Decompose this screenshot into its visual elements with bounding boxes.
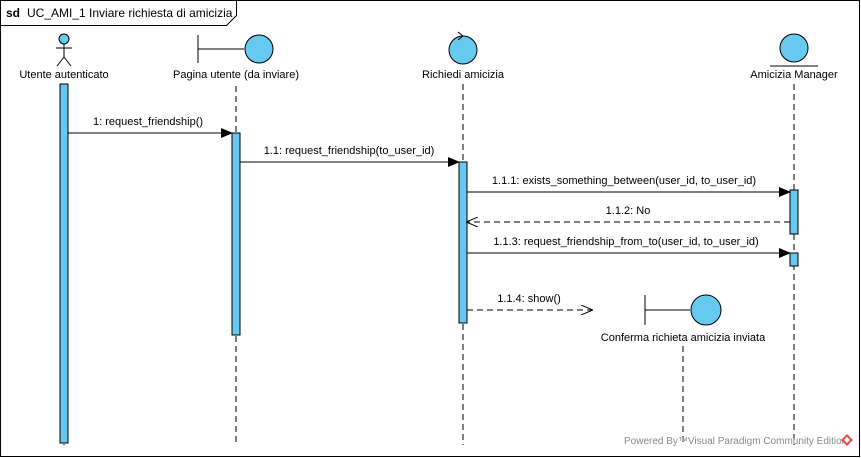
activation-page — [231, 132, 241, 336]
activation-ctrl — [458, 161, 468, 324]
frame-title: UC_AMI_1 Inviare richiesta di amicizia — [27, 6, 233, 20]
message-label: 1.1.3: request_friendship_from_to(user_i… — [493, 236, 758, 248]
frame-keyword: sd — [6, 6, 20, 20]
lifeline-label-mgr: Amicizia Manager — [750, 69, 838, 81]
message-label: 1: request_friendship() — [93, 116, 203, 128]
lifeline-label-confirm: Conferma richieta amicizia inviata — [601, 332, 766, 344]
visual-paradigm-logo-icon — [841, 434, 853, 446]
actor-icon — [56, 33, 72, 67]
watermark-text: Powered By™Visual Paradigm Community Edi… — [624, 436, 847, 447]
lifeline-label-actor: Utente autenticato — [19, 69, 108, 81]
activation-actor — [59, 83, 69, 444]
lifeline-label-page: Pagina utente (da inviare) — [173, 69, 299, 81]
lifeline-label-ctrl: Richiedi amicizia — [422, 69, 505, 81]
boundary-icon-confirm — [644, 294, 722, 326]
entity-icon — [770, 33, 818, 67]
activation-mgr-1 — [789, 189, 799, 235]
message-label: 1.1.1: exists_something_between(user_id,… — [492, 175, 756, 187]
activation-mgr-2 — [789, 252, 799, 267]
control-icon — [448, 31, 478, 65]
message-label: 1.1.2: No — [606, 205, 651, 217]
message-label: 1.1.4: show() — [497, 293, 561, 305]
boundary-icon — [197, 34, 274, 64]
message-label: 1.1: request_friendship(to_user_id) — [264, 145, 435, 157]
